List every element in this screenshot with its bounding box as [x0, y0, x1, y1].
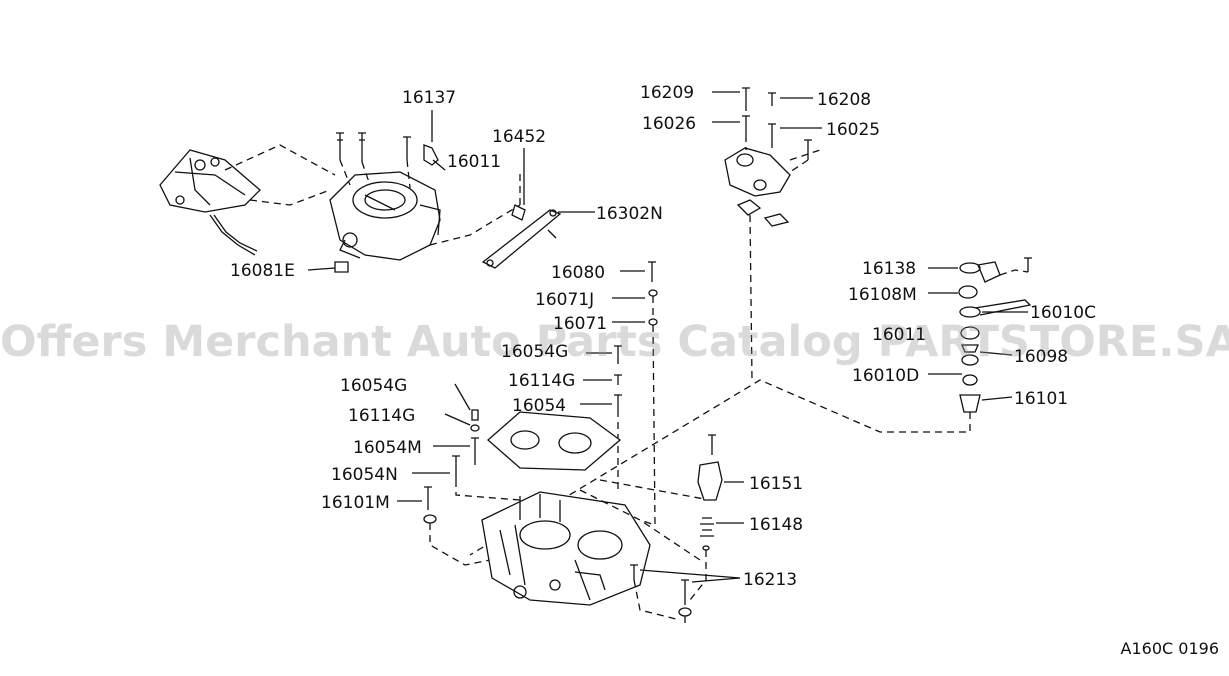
part-label-16081E: 16081E: [230, 261, 295, 281]
part-label-16213: 16213: [743, 570, 798, 590]
bottom-screws: [630, 564, 692, 628]
part-label-16452: 16452: [492, 127, 547, 147]
part-label-16010D: 16010D: [852, 366, 920, 386]
part-label-16054N: 16054N: [331, 465, 398, 485]
part-label-16025: 16025: [826, 120, 881, 140]
part-label-16011-right: 16011: [872, 325, 927, 345]
part-label-16101: 16101: [1014, 389, 1069, 409]
part-label-16137: 16137: [402, 88, 457, 108]
part-label-16114G: 16114G: [348, 406, 416, 426]
throttle-lever: [481, 170, 562, 269]
part-label-16054G: 16054G: [340, 376, 408, 396]
part-label-16151: 16151: [749, 474, 804, 494]
part-label-16098: 16098: [1014, 347, 1069, 367]
part-label-16054G-upper: 16054G: [501, 342, 569, 362]
part-label-16010C: 16010C: [1030, 303, 1096, 323]
carburetor-top-assembly: [159, 132, 521, 273]
part-label-16148: 16148: [749, 515, 804, 535]
part-label-16302N: 16302N: [596, 204, 663, 224]
part-label-16108M: 16108M: [848, 285, 917, 305]
part-label-16209: 16209: [640, 83, 695, 103]
part-label-16071: 16071: [553, 314, 608, 334]
part-label-16101M: 16101M: [321, 493, 390, 513]
fuel-valve-cluster: [724, 87, 821, 381]
part-label-16208: 16208: [817, 90, 872, 110]
part-label-16054: 16054: [512, 396, 567, 416]
part-label-16114G-upper: 16114G: [508, 371, 576, 391]
diagram-code: A160C 0196: [1120, 639, 1219, 658]
carburetor-lower-body: [481, 479, 711, 606]
jets-and-gasket: [423, 261, 658, 566]
part-label-16071J: 16071J: [535, 290, 595, 310]
part-label-16138: 16138: [862, 259, 917, 279]
part-label-16054M: 16054M: [353, 438, 422, 458]
part-label-16080: 16080: [551, 263, 606, 283]
needle-valve: [689, 434, 723, 601]
part-label-16011: 16011: [447, 152, 502, 172]
leader-lines: [307, 91, 1028, 583]
pump-stack: [469, 257, 1032, 556]
part-label-16026: 16026: [642, 114, 697, 134]
